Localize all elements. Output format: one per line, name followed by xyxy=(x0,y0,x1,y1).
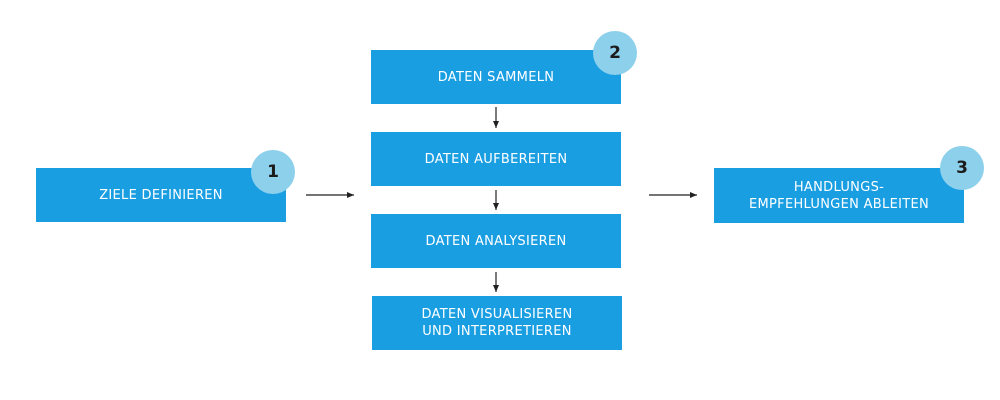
step-2-number: 2 xyxy=(609,43,621,63)
step-collect-data: DATEN SAMMELN xyxy=(371,50,621,104)
step-define-goals: ZIELE DEFINIEREN xyxy=(36,168,286,222)
step-recommendations: HANDLUNGS- EMPFEHLUNGEN ABLEITEN xyxy=(714,168,964,223)
step-recommendations-line1: HANDLUNGS- xyxy=(793,179,885,195)
step-3-number: 3 xyxy=(956,158,968,178)
step-visualize-data-text: DATEN VISUALISIEREN UND INTERPRETIEREN xyxy=(421,306,572,340)
step-analyze-data-label: DATEN ANALYSIEREN xyxy=(425,233,567,249)
step-visualize-data-line1: DATEN VISUALISIEREN xyxy=(421,307,573,322)
step-define-goals-label: ZIELE DEFINIEREN xyxy=(99,187,223,203)
step-recommendations-line2: EMPFEHLUNGEN ABLEITEN xyxy=(749,196,929,212)
step-1-number: 1 xyxy=(267,162,279,182)
step-collect-data-label: DATEN SAMMELN xyxy=(437,69,555,85)
step-analyze-data: DATEN ANALYSIEREN xyxy=(371,214,621,268)
step-prepare-data-label: DATEN AUFBEREITEN xyxy=(424,151,568,167)
step-2-badge: 2 xyxy=(593,31,637,75)
step-3-badge: 3 xyxy=(940,146,984,190)
step-recommendations-text: HANDLUNGS- EMPFEHLUNGEN ABLEITEN xyxy=(749,179,929,213)
step-visualize-data: DATEN VISUALISIEREN UND INTERPRETIEREN xyxy=(372,296,622,350)
step-visualize-data-line2: UND INTERPRETIEREN xyxy=(422,324,572,339)
step-prepare-data: DATEN AUFBEREITEN xyxy=(371,132,621,186)
step-1-badge: 1 xyxy=(251,150,295,194)
